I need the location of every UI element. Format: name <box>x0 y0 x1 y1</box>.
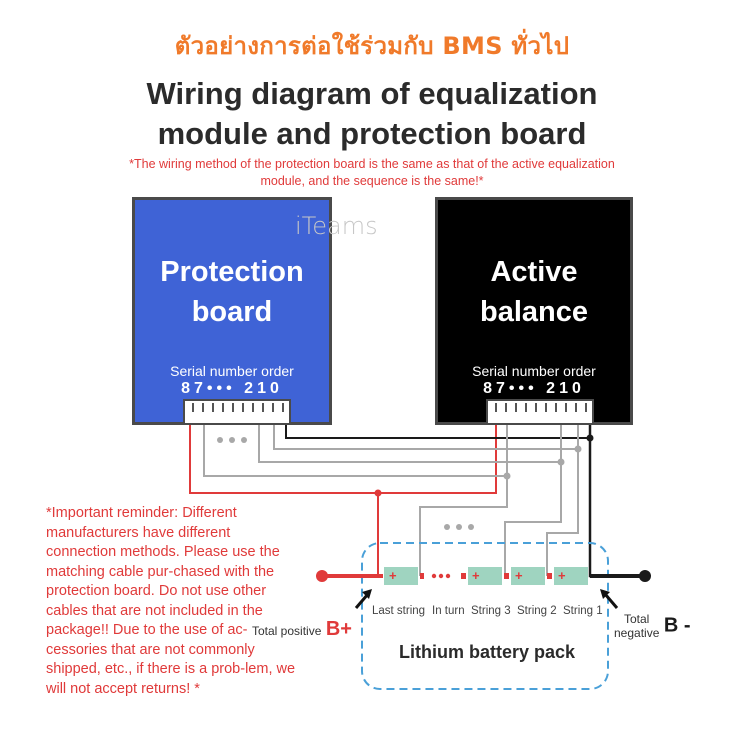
board-name: Protection board <box>135 252 329 332</box>
positive-terminal <box>316 570 328 582</box>
gray-drop-1 <box>419 425 508 576</box>
black-wire-protection <box>285 425 590 439</box>
board-name: Active balance <box>438 252 630 332</box>
total-negative-text-2: negative <box>614 626 660 640</box>
board-name-line-2: balance <box>480 296 588 328</box>
black-junction <box>586 434 594 442</box>
battery-pack-border <box>361 542 609 690</box>
negative-terminal <box>639 570 651 582</box>
arrow-positive-icon <box>354 589 372 609</box>
title-line-2: module and protection board <box>157 116 587 151</box>
total-negative-label: Total negative B - <box>614 612 691 640</box>
cell-string-3 <box>468 567 502 585</box>
string-label: String 2 <box>517 605 557 617</box>
gray-drop-2 <box>504 425 562 576</box>
cell-plus-sign: + <box>472 568 480 583</box>
wiring-note: *The wiring method of the protection boa… <box>60 156 684 190</box>
protection-board: Protection board Serial number order 87•… <box>132 197 332 425</box>
gray-junction-1 <box>503 472 511 480</box>
thai-title: ตัวอย่างการต่อใช้ร่วมกับ BMS ทั่วไป <box>174 32 570 60</box>
gray-wire-1 <box>203 425 507 477</box>
red-wire-protection <box>189 425 379 576</box>
gray-wire-3 <box>273 425 578 450</box>
cell-last-string <box>384 567 418 585</box>
string-label: Last string <box>372 605 426 617</box>
watermark: iTeams <box>295 212 378 240</box>
cell-plus-sign: + <box>389 568 397 583</box>
board-name-line-2: board <box>191 296 273 328</box>
b-minus-sign: B - <box>663 614 691 637</box>
red-wire-balance <box>378 425 497 494</box>
gray-junction-2 <box>557 458 565 466</box>
connector-pins <box>495 403 587 412</box>
serial-label: Serial number order <box>472 363 596 379</box>
gray-wire-2 <box>258 425 561 463</box>
title-line-1: Wiring diagram of equalization <box>146 76 598 111</box>
connector-pins <box>192 403 284 412</box>
red-junction <box>374 489 382 497</box>
arrow-negative-icon <box>600 589 619 609</box>
important-reminder: *Important reminder: Different manufactu… <box>46 505 296 697</box>
cell-plus-sign: + <box>515 568 523 583</box>
serial-label: Serial number order <box>170 363 294 379</box>
b-plus-sign: B+ <box>325 618 352 640</box>
cell-plus-sign: + <box>558 568 566 583</box>
wire-connector <box>183 399 291 425</box>
serial-sequence: 87••• 210 <box>181 380 283 397</box>
ellipsis-lower <box>444 524 474 530</box>
serial-sequence: 87••• 210 <box>483 380 585 397</box>
ellipsis-upper <box>217 437 247 443</box>
gray-junction-3 <box>574 445 582 453</box>
cell-string-2 <box>511 567 545 585</box>
cell-links <box>420 573 552 579</box>
note-line-2: module, and the sequence is the same!* <box>260 174 484 188</box>
note-line-1: *The wiring method of the protection boa… <box>129 157 615 171</box>
total-positive-label: Total positive B+ <box>252 618 352 641</box>
battery-pack-label: Lithium battery pack <box>398 642 576 662</box>
string-label: String 3 <box>471 605 511 617</box>
page-title: Wiring diagram of equalization module an… <box>0 74 744 154</box>
total-negative-text-1: Total <box>624 612 650 626</box>
string-label: In turn <box>432 605 465 617</box>
total-positive-text: Total positive <box>252 624 322 638</box>
string-label: String 1 <box>563 605 603 617</box>
active-balance-board: Active balance Serial number order 87•••… <box>435 197 633 425</box>
gray-drop-3 <box>546 425 579 576</box>
wire-connector <box>486 399 594 425</box>
board-name-line-1: Protection <box>160 256 304 288</box>
board-name-line-1: Active <box>490 256 578 288</box>
black-wire-balance <box>588 425 645 578</box>
cell-string-1 <box>554 567 588 585</box>
